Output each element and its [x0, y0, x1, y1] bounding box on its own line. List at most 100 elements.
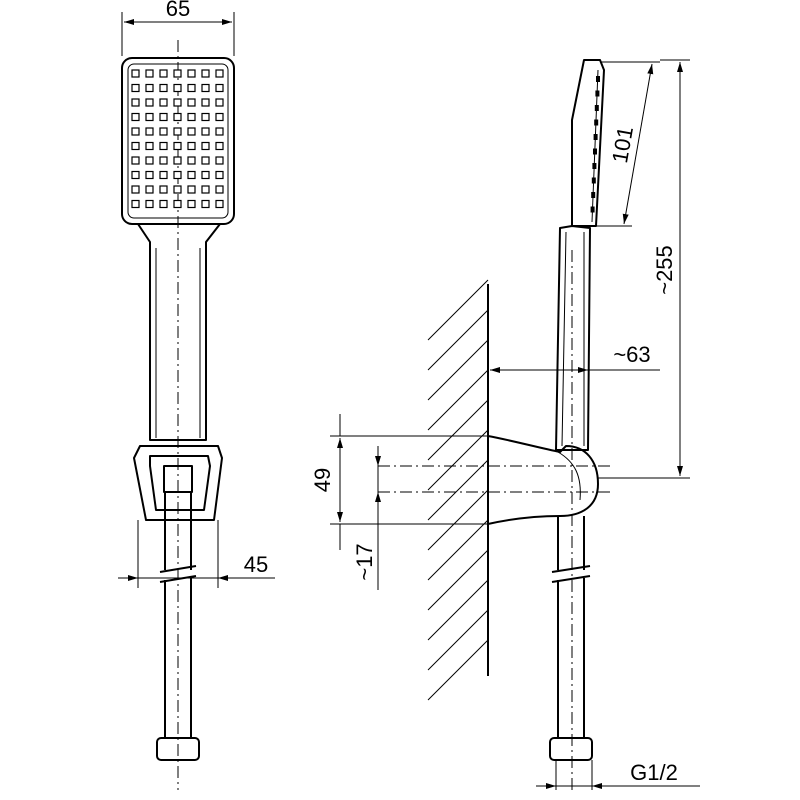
side-nozzle	[591, 192, 596, 198]
wall-holder-side	[487, 435, 599, 525]
side-nozzle	[594, 119, 599, 126]
nozzle	[145, 98, 154, 107]
hose-nut-front	[156, 737, 200, 761]
hatch-line	[427, 369, 489, 431]
hatch-line	[427, 399, 489, 461]
wall-hatching	[427, 279, 489, 701]
handle-edge	[155, 248, 201, 438]
nozzle	[131, 141, 140, 151]
nozzle	[159, 199, 168, 209]
hatch-line	[427, 489, 489, 551]
nozzle	[145, 199, 154, 209]
hatch-line	[427, 309, 489, 371]
nozzle	[159, 83, 168, 93]
nozzle	[187, 98, 196, 107]
nozzle	[173, 127, 182, 136]
nozzle	[159, 69, 168, 78]
dim-holder-height: 49	[310, 468, 335, 492]
nozzle	[187, 141, 196, 151]
side-nozzle	[593, 148, 597, 155]
nozzle	[173, 156, 182, 165]
nozzle	[187, 69, 196, 78]
nozzle	[173, 170, 182, 180]
hatch-line	[427, 579, 489, 641]
nozzle	[131, 185, 140, 194]
nozzle	[215, 156, 224, 165]
holder-clip	[163, 465, 193, 493]
nozzle	[201, 83, 210, 93]
nozzle	[187, 156, 196, 165]
nozzle	[131, 170, 140, 180]
nozzle	[173, 199, 182, 209]
shower-head-face	[127, 63, 229, 219]
hatch-line	[427, 519, 489, 581]
handle-outline	[137, 223, 221, 441]
nozzle	[131, 112, 140, 122]
nozzle	[131, 199, 140, 209]
nozzle	[159, 141, 168, 151]
nozzle	[159, 156, 168, 165]
nozzle-grid	[131, 69, 224, 209]
nozzle	[159, 98, 168, 107]
nozzle	[201, 170, 210, 180]
side-nozzle	[592, 163, 597, 169]
head-side-outline	[571, 59, 605, 227]
nozzle	[201, 185, 210, 194]
dim-head-height: 101	[607, 124, 638, 165]
front-view: 65 45	[118, 0, 275, 790]
side-nozzle	[593, 134, 598, 140]
wall-holder-front	[133, 445, 223, 521]
nozzle	[173, 112, 182, 122]
handle-side-outline	[555, 225, 591, 451]
nozzle	[145, 170, 154, 180]
side-nozzle	[591, 177, 596, 184]
dim-line-head-height	[622, 63, 654, 225]
nozzle	[201, 156, 210, 165]
nozzle	[173, 98, 182, 107]
hatch-line	[427, 339, 489, 401]
hose-front-upper	[164, 492, 192, 570]
hatch-line	[427, 549, 489, 611]
nozzle	[145, 83, 154, 93]
hatch-line	[427, 609, 489, 671]
side-nozzle	[594, 105, 599, 111]
nozzle	[145, 112, 154, 122]
side-nozzles	[590, 76, 600, 213]
dim-holder-offset: ~17	[352, 543, 377, 580]
nozzle	[131, 83, 140, 93]
nozzle	[215, 83, 224, 93]
nozzle	[215, 127, 224, 136]
nozzle	[201, 69, 210, 78]
hose-front-lower	[164, 578, 192, 738]
nozzle	[173, 141, 182, 151]
nozzle	[159, 170, 168, 180]
dim-offset: ~63	[613, 342, 650, 367]
nozzle	[159, 127, 168, 136]
side-view: 101 ~255 ~63 49 ~17 G1/2	[310, 59, 700, 790]
nozzle	[145, 185, 154, 194]
nozzle	[215, 185, 224, 194]
nozzle	[173, 83, 182, 93]
hatch-line	[427, 279, 489, 341]
nozzle	[159, 185, 168, 194]
nozzle	[131, 127, 140, 136]
shower-head-outline	[121, 57, 235, 225]
nozzle	[131, 69, 140, 78]
nozzle	[145, 156, 154, 165]
hose-side-upper	[557, 516, 585, 570]
nozzle	[215, 112, 224, 122]
nozzle	[201, 199, 210, 209]
nozzle	[215, 98, 224, 107]
nozzle	[187, 199, 196, 209]
hose-side-lower	[557, 578, 585, 738]
nozzle	[187, 112, 196, 122]
dim-width-holder: 45	[244, 552, 268, 577]
nozzle	[201, 98, 210, 107]
nozzle	[159, 112, 168, 122]
nozzle	[215, 69, 224, 78]
nozzle	[187, 170, 196, 180]
nozzle	[145, 69, 154, 78]
nozzle	[131, 156, 140, 165]
wall-holder-inner	[149, 455, 211, 511]
nozzle	[187, 83, 196, 93]
